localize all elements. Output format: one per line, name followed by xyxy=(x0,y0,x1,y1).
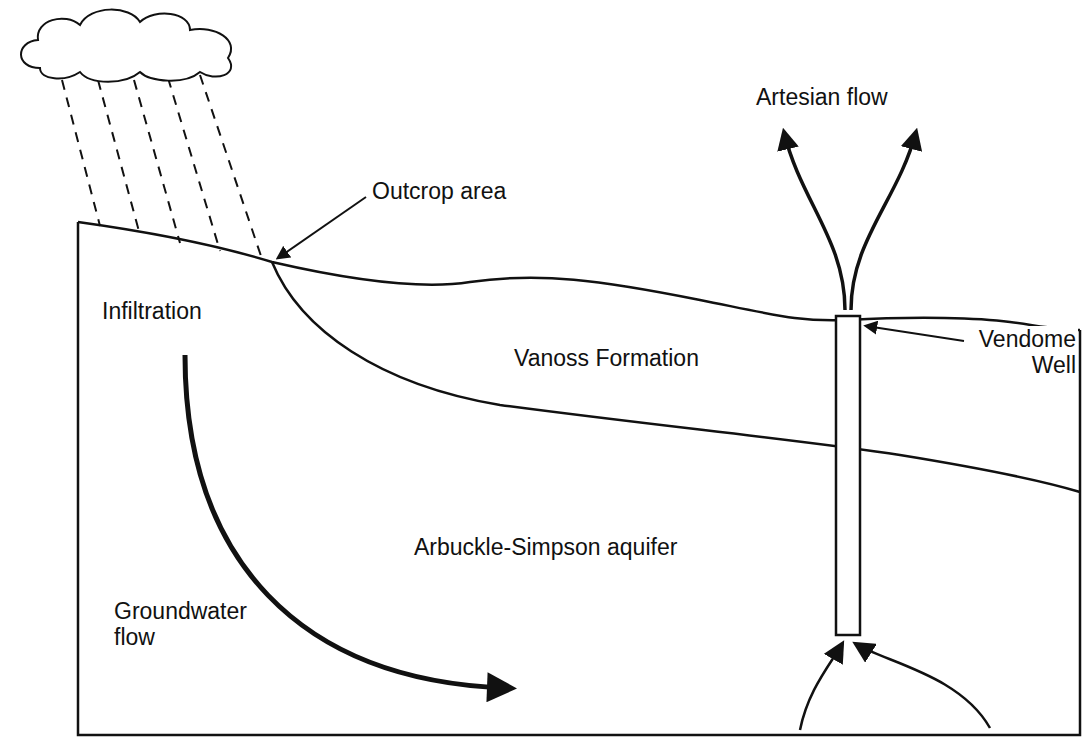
rain-line xyxy=(62,80,100,226)
callout-label: Artesian flow xyxy=(754,84,890,110)
leader-arrow xyxy=(278,197,366,258)
rain xyxy=(62,75,262,259)
rain-line xyxy=(168,78,220,251)
callout-label: Outcrop area xyxy=(370,178,508,204)
well-casing xyxy=(836,316,860,635)
formation-label: Vanoss Formation xyxy=(512,345,701,371)
flow-arrow xyxy=(851,132,916,310)
flow-arrow xyxy=(856,644,990,728)
region-label: Infiltration xyxy=(100,298,204,324)
flow-arrow xyxy=(800,644,842,730)
land-surface xyxy=(78,222,1080,330)
callout-label: Vendome Well xyxy=(966,326,1078,379)
rain-line xyxy=(134,80,180,243)
section-outline xyxy=(78,222,1080,735)
formation-boundary xyxy=(272,262,1080,492)
rain-line xyxy=(200,75,262,259)
flow-arrow xyxy=(784,132,845,310)
formation-label: Arbuckle-Simpson aquifer xyxy=(412,534,679,560)
cloud xyxy=(21,10,231,82)
rain-line xyxy=(98,80,140,235)
flow-label: Groundwater flow xyxy=(112,598,256,651)
leader-arrow xyxy=(866,326,964,341)
